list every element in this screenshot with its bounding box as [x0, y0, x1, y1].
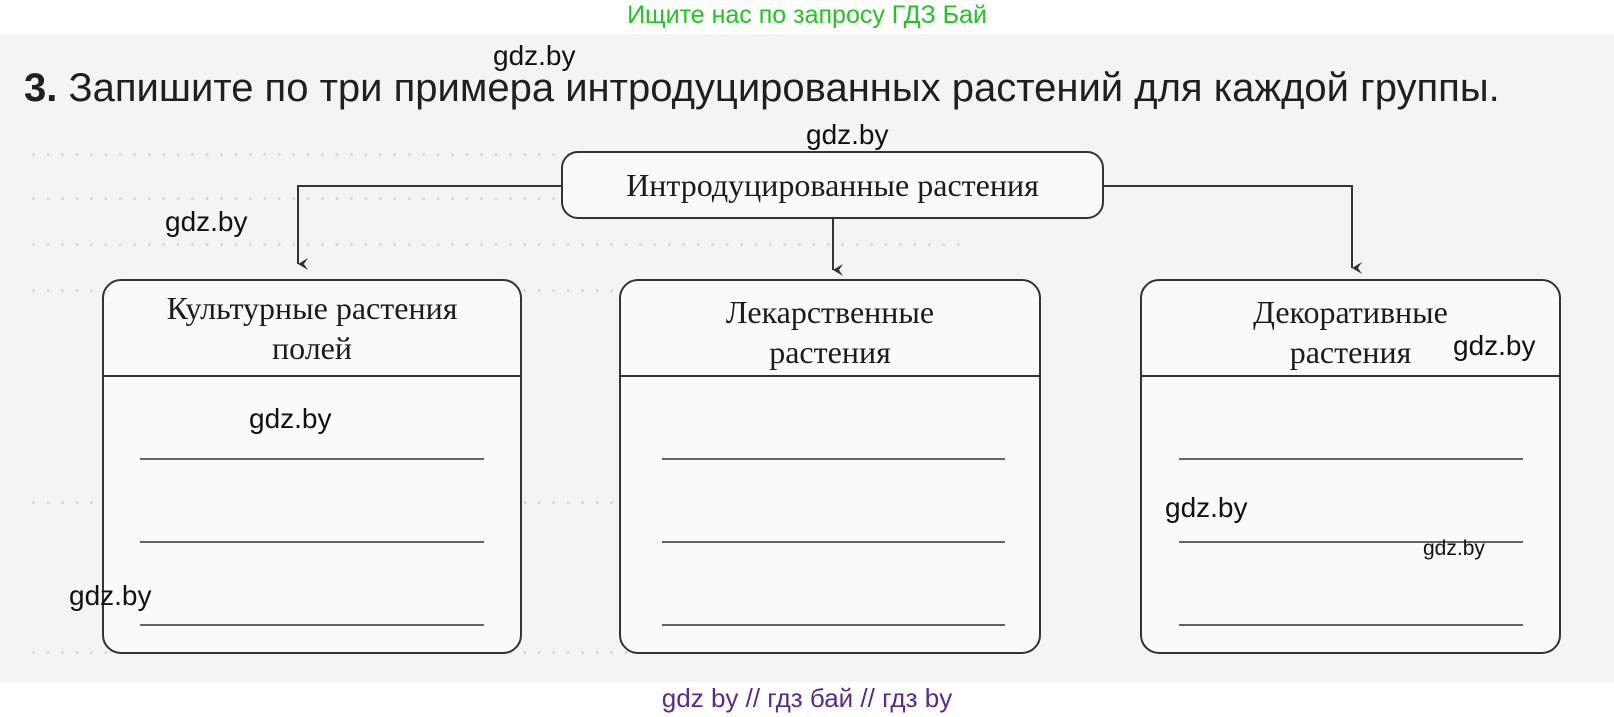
- root-node-box: [561, 151, 1104, 219]
- connector-arrows: [297, 185, 1362, 276]
- root-node-label: Интродуцированные растения: [626, 167, 1039, 203]
- show-through-line: . . . . . . . . . . . . . . . . . . . . …: [30, 222, 962, 252]
- arrow-to-ornamental: [1103, 185, 1362, 274]
- watermark: gdz.by: [1453, 330, 1536, 361]
- watermark: gdz.by: [1423, 537, 1485, 560]
- group-title-field-crops: Культурные растения полей: [103, 288, 521, 368]
- group-title-line: Культурные растения: [166, 290, 458, 326]
- group-title-line: растения: [769, 334, 891, 370]
- group-title-medicinal: Лекарственные растения: [620, 292, 1040, 372]
- group-title-line: Лекарственные: [725, 294, 935, 330]
- watermark: gdz.by: [1165, 492, 1248, 523]
- task-text: Запишите по три примера интродуцированны…: [68, 66, 1500, 110]
- top-banner[interactable]: Ищите нас по запросу ГДЗ Бай: [627, 1, 987, 29]
- task-heading: 3. Запишите по три примера интродуцирова…: [24, 66, 1500, 111]
- watermark: gdz.by: [806, 119, 889, 150]
- group-title-line: Декоративные: [1253, 294, 1448, 330]
- footer-links[interactable]: gdz by // гдз бай // гдз by: [661, 683, 953, 713]
- watermark: gdz.by: [493, 40, 576, 71]
- watermark: gdz.by: [249, 403, 332, 434]
- group-box-medicinal: [619, 279, 1041, 654]
- arrow-to-field-crops: [297, 185, 562, 270]
- watermark: gdz.by: [69, 580, 152, 611]
- group-title-ornamental: Декоративные растения: [1141, 292, 1560, 372]
- group-title-line: полей: [272, 330, 352, 366]
- group-title-line: растения: [1289, 334, 1412, 370]
- task-number: 3.: [24, 66, 58, 110]
- watermark: gdz.by: [165, 206, 248, 237]
- group-box-field-crops: [102, 279, 522, 654]
- group-box-ornamental: [1140, 279, 1561, 654]
